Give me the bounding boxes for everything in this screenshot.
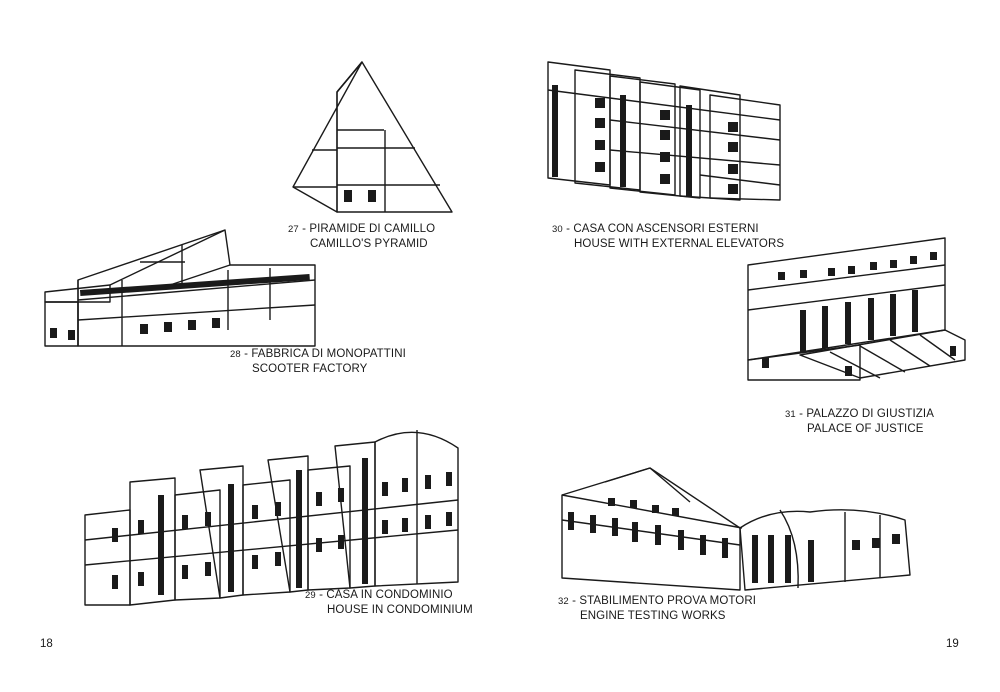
figure-number: 28 <box>230 349 241 360</box>
figure-number: 27 <box>288 224 299 235</box>
caption-italian: PIRAMIDE DI CAMILLO <box>309 223 436 235</box>
figure-28-illustration <box>44 229 316 347</box>
windows-32 <box>568 498 900 583</box>
caption-italian: CASA CON ASCENSORI ESTERNI <box>573 223 759 235</box>
page-number-left: 18 <box>40 638 53 650</box>
figure-30-illustration <box>547 61 781 201</box>
windows-31 <box>762 252 956 376</box>
figure-number: 32 <box>558 596 569 607</box>
figure-31-illustration <box>747 237 966 381</box>
caption-italian: FABBRICA DI MONOPATTINI <box>251 348 406 360</box>
caption-english: CAMILLO'S PYRAMID <box>310 238 428 250</box>
figure-29-illustration <box>84 430 459 606</box>
figure-27-illustration <box>292 61 453 213</box>
caption-32: 32 - STABILIMENTO PROVA MOTORI ENGINE TE… <box>558 595 757 622</box>
caption-english: HOUSE WITH EXTERNAL ELEVATORS <box>574 238 785 250</box>
caption-italian: PALAZZO DI GIUSTIZIA <box>806 408 934 420</box>
caption-27: 27 - PIRAMIDE DI CAMILLO CAMILLO'S PYRAM… <box>288 223 436 250</box>
caption-english: HOUSE IN CONDOMINIUM <box>327 604 473 616</box>
windows-29 <box>112 458 452 595</box>
caption-30: 30 - CASA CON ASCENSORI ESTERNI HOUSE WI… <box>552 223 785 250</box>
caption-english: PALACE OF JUSTICE <box>807 423 924 435</box>
figure-number: 29 <box>305 590 316 601</box>
windows-30 <box>552 85 738 197</box>
caption-english: ENGINE TESTING WORKS <box>580 610 726 622</box>
caption-italian: STABILIMENTO PROVA MOTORI <box>579 595 757 607</box>
figure-32-illustration <box>561 467 911 591</box>
caption-italian: CASA IN CONDOMINIO <box>326 589 453 601</box>
page-number-right: 19 <box>946 638 959 650</box>
figure-number: 31 <box>785 409 796 420</box>
caption-english: SCOOTER FACTORY <box>252 363 368 375</box>
caption-29: 29 - CASA IN CONDOMINIO HOUSE IN CONDOMI… <box>305 589 473 616</box>
figure-number: 30 <box>552 224 563 235</box>
caption-28: 28 - FABBRICA DI MONOPATTINI SCOOTER FAC… <box>230 348 406 375</box>
caption-31: 31 - PALAZZO DI GIUSTIZIA PALACE OF JUST… <box>785 408 934 435</box>
